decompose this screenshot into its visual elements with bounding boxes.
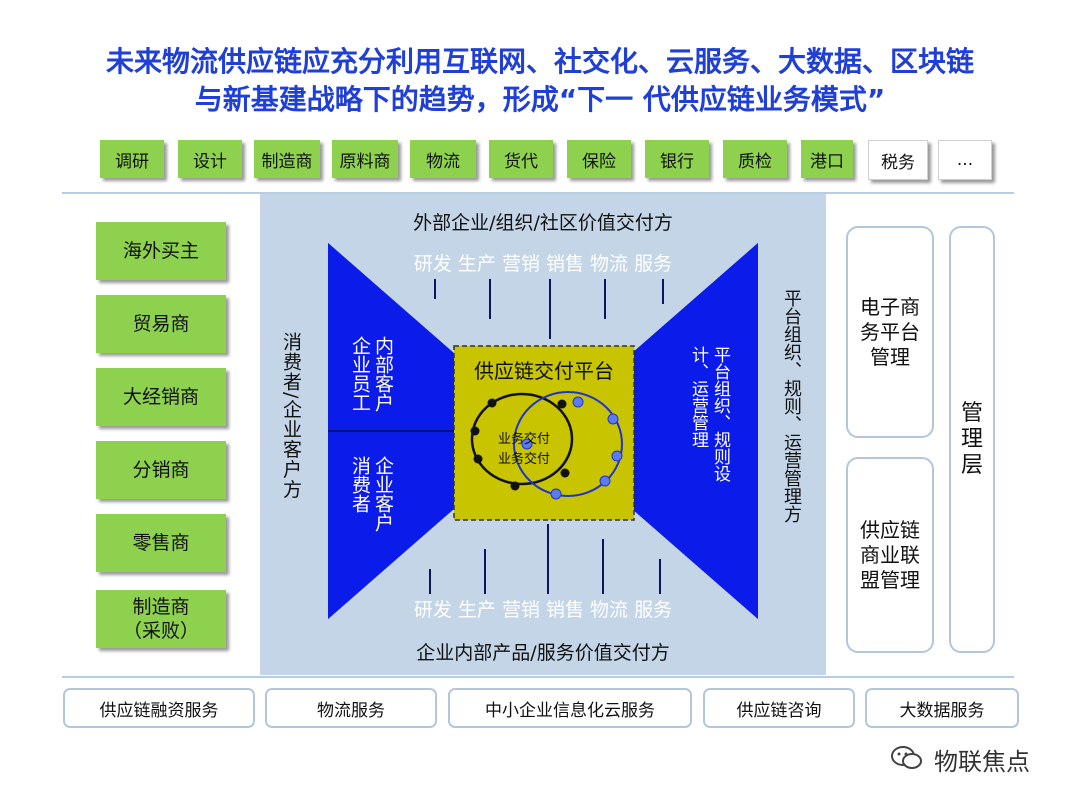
left-item-overseas-buyer: 海外买主 [96,222,226,280]
top-item-design: 设计 [178,140,242,178]
left-item-procurement-label: （采败） [122,620,199,642]
management-label: 管理层 [960,400,983,478]
enterprise-customer-label: 企业客户 [372,456,394,532]
top-item-inspection: 质检 [723,140,787,178]
employee-label: 企业员工 [349,336,371,412]
ecommerce-label: 电子商务平台管理 [860,294,920,369]
management-layer: 管理层 [949,226,995,653]
service-supply-chain-finance: 供应链融资服务 [63,688,255,728]
external-value-label: 外部企业/组织/社区价值交付方 [413,212,673,234]
top-item-bank: 银行 [645,140,709,178]
bottom-divider [62,676,1014,678]
top-item-manufacturer: 制造商 [254,140,320,178]
page-title-line-1: 未来物流供应链应充分利用互联网、社交化、云服务、大数据、区块链 [105,45,974,78]
top-item-insurance: 保险 [567,140,631,178]
center-diagram-svg [328,243,758,619]
watermark-text: 物联焦点 [934,748,1030,776]
top-function-dividers [434,279,664,339]
top-item-raw-material: 原料商 [332,140,398,178]
ecommerce-platform-management: 电子商务平台管理 [846,226,934,438]
left-item-distributor: 分销商 [96,441,226,499]
center-panel: 外部企业/组织/社区价值交付方 企业内部产品/服务价值交付方 研发 生产 营销 … [260,194,826,675]
business-delivery-text-1: 业务交付 [498,432,551,447]
service-logistics: 物流服务 [265,688,437,728]
left-item-major-distributor: 大经销商 [96,368,226,426]
service-big-data: 大数据服务 [865,688,1019,728]
service-sme-cloud: 中小企业信息化云服务 [448,688,692,728]
alliance-label: 供应链商业联盟管理 [860,517,920,592]
wechat-icon [890,744,924,772]
left-item-trader: 贸易商 [96,295,226,353]
blue-dots [521,396,623,500]
platform-operator-label: 平台组织、规则、运营管理方 [781,289,802,523]
top-item-logistics: 物流 [410,140,476,178]
top-item-more: ... [938,140,992,180]
business-circle-blue [513,391,623,497]
top-item-tax: 税务 [868,140,928,180]
bottom-function-dividers [429,524,661,594]
left-item-manufacturer-procurement: 制造商 （采败） [96,590,226,648]
top-item-forwarder: 货代 [489,140,553,178]
top-item-port: 港口 [801,140,853,178]
right-wedge [543,243,758,619]
platform-title: 供应链交付平台 [474,359,614,383]
internal-customer-label: 内部客户 [372,336,394,412]
alliance-management: 供应链商业联盟管理 [846,457,934,653]
top-functions-label: 研发 生产 营销 销售 物流 服务 [413,253,673,275]
consumer-label: 消费者 [349,456,371,513]
service-consulting: 供应链咨询 [703,688,855,728]
business-delivery-text-2: 业务交付 [498,452,551,467]
page-title-line-2: 与新基建战略下的趋势，形成“下一 代供应链业务模式” [194,83,886,116]
platform-rules-label-1: 平台组织、规则设 [710,346,730,482]
consumer-enterprise-label: 消费者/企业客户方 [280,332,302,500]
internal-value-label: 企业内部产品/服务价值交付方 [416,642,670,664]
business-circle-black [470,392,574,486]
left-item-manufacturer-label: 制造商 [132,596,190,618]
top-item-research: 调研 [100,140,164,178]
bottom-functions-label: 研发 生产 营销 销售 物流 服务 [413,599,673,621]
left-item-retailer: 零售商 [96,514,226,572]
platform-rules-label-2: 计、运营管理 [688,346,708,448]
black-dots [470,398,570,491]
bottom-wedge [328,431,758,619]
top-divider [62,192,1014,194]
